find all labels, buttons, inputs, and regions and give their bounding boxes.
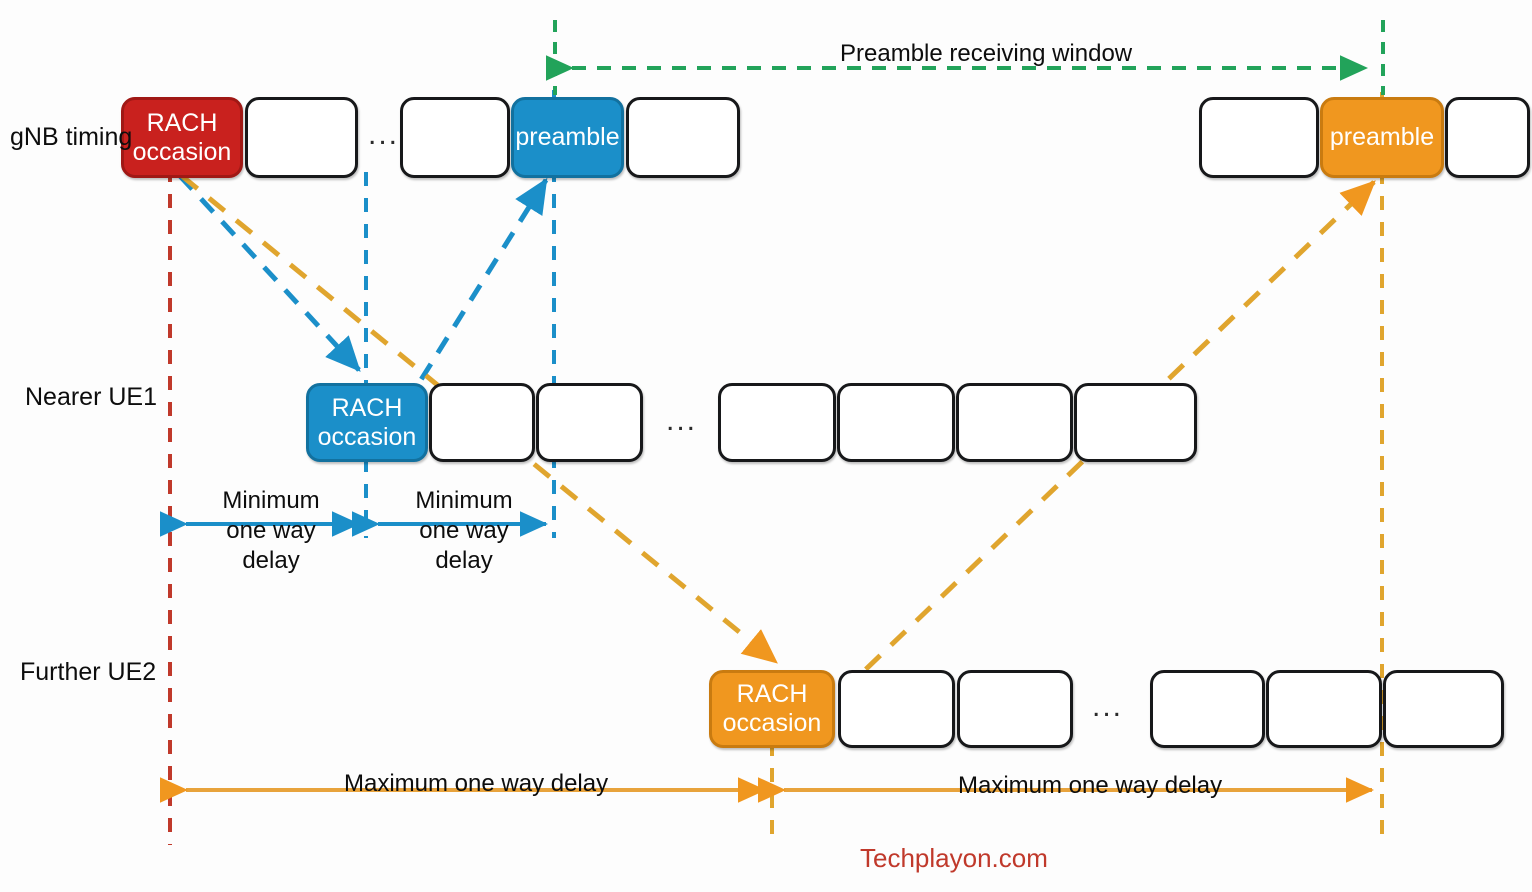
- ue2-row-ellipsis: ...: [1092, 690, 1124, 723]
- min-delay-left-line2: one way: [226, 517, 316, 544]
- ue1-row-ellipsis: ...: [666, 404, 698, 437]
- ue2-slot-4[interactable]: [1150, 670, 1265, 748]
- gnb-preamble-blue[interactable]: preamble: [511, 97, 624, 178]
- blue-propagation-up-arrow: [369, 177, 549, 460]
- gnb-rach-line2: occasion: [132, 137, 232, 166]
- min-delay-right-label: Minimum one way delay: [389, 486, 539, 576]
- min-delay-left-line1: Minimum: [222, 487, 320, 514]
- max-delay-left-label: Maximum one way delay: [344, 770, 609, 797]
- ue2-rach-line1: RACH: [736, 680, 808, 709]
- ue2-slot-5[interactable]: [1266, 670, 1382, 748]
- ue1-slot-2[interactable]: [429, 383, 535, 462]
- ue2-slot-6[interactable]: [1383, 670, 1504, 748]
- ue1-slot-6[interactable]: [956, 383, 1073, 462]
- blue-propagation-down-arrow: [178, 174, 361, 372]
- orange-propagation-down-arrow: [180, 174, 778, 664]
- gnb-slot-2[interactable]: [245, 97, 358, 178]
- gnb-slot-3[interactable]: [400, 97, 510, 178]
- ue1-rach-line1: RACH: [331, 393, 403, 422]
- min-delay-right-line2: one way: [419, 517, 509, 544]
- preamble-window-label: Preamble receiving window: [840, 40, 1133, 67]
- gnb-preamble-orange[interactable]: preamble: [1320, 97, 1444, 178]
- row-label-ue1: Nearer UE1: [25, 383, 157, 411]
- gnb-row-ellipsis: ...: [368, 118, 400, 151]
- row-label-gnb: gNB timing: [10, 123, 133, 151]
- orange-propagation-up-arrow: [788, 180, 1376, 744]
- row-label-ue2: Further UE2: [20, 658, 157, 686]
- gnb-preamble-blue-label: preamble: [515, 123, 620, 152]
- ue1-slot-3[interactable]: [536, 383, 643, 462]
- max-delay-right-label: Maximum one way delay: [958, 772, 1223, 799]
- ue1-rach-line2: occasion: [317, 422, 417, 451]
- ue2-slot-2[interactable]: [838, 670, 955, 748]
- gnb-preamble-orange-label: preamble: [1329, 123, 1435, 152]
- gnb-slot-8[interactable]: [1445, 97, 1530, 178]
- gnb-rach-line1: RACH: [146, 108, 218, 137]
- ue2-rach-line2: occasion: [722, 709, 822, 737]
- ue2-slot-3[interactable]: [957, 670, 1073, 748]
- gnb-slot-6[interactable]: [1199, 97, 1319, 178]
- watermark-techplayon: Techplayon.com: [860, 843, 1048, 873]
- min-delay-left-label: Minimum one way delay: [196, 486, 346, 576]
- min-delay-right-line3: delay: [435, 547, 493, 574]
- min-delay-right-line1: Minimum: [415, 487, 513, 514]
- gnb-rach-occasion[interactable]: RACH occasion: [121, 97, 243, 178]
- min-delay-left-line3: delay: [242, 547, 300, 574]
- ue2-rach-occasion[interactable]: RACH occasion: [709, 670, 835, 748]
- gnb-slot-5[interactable]: [626, 97, 740, 178]
- ue1-slot-4[interactable]: [718, 383, 836, 462]
- ue1-slot-5[interactable]: [837, 383, 955, 462]
- ue1-rach-occasion[interactable]: RACH occasion: [306, 383, 428, 462]
- ue1-slot-7[interactable]: [1074, 383, 1197, 462]
